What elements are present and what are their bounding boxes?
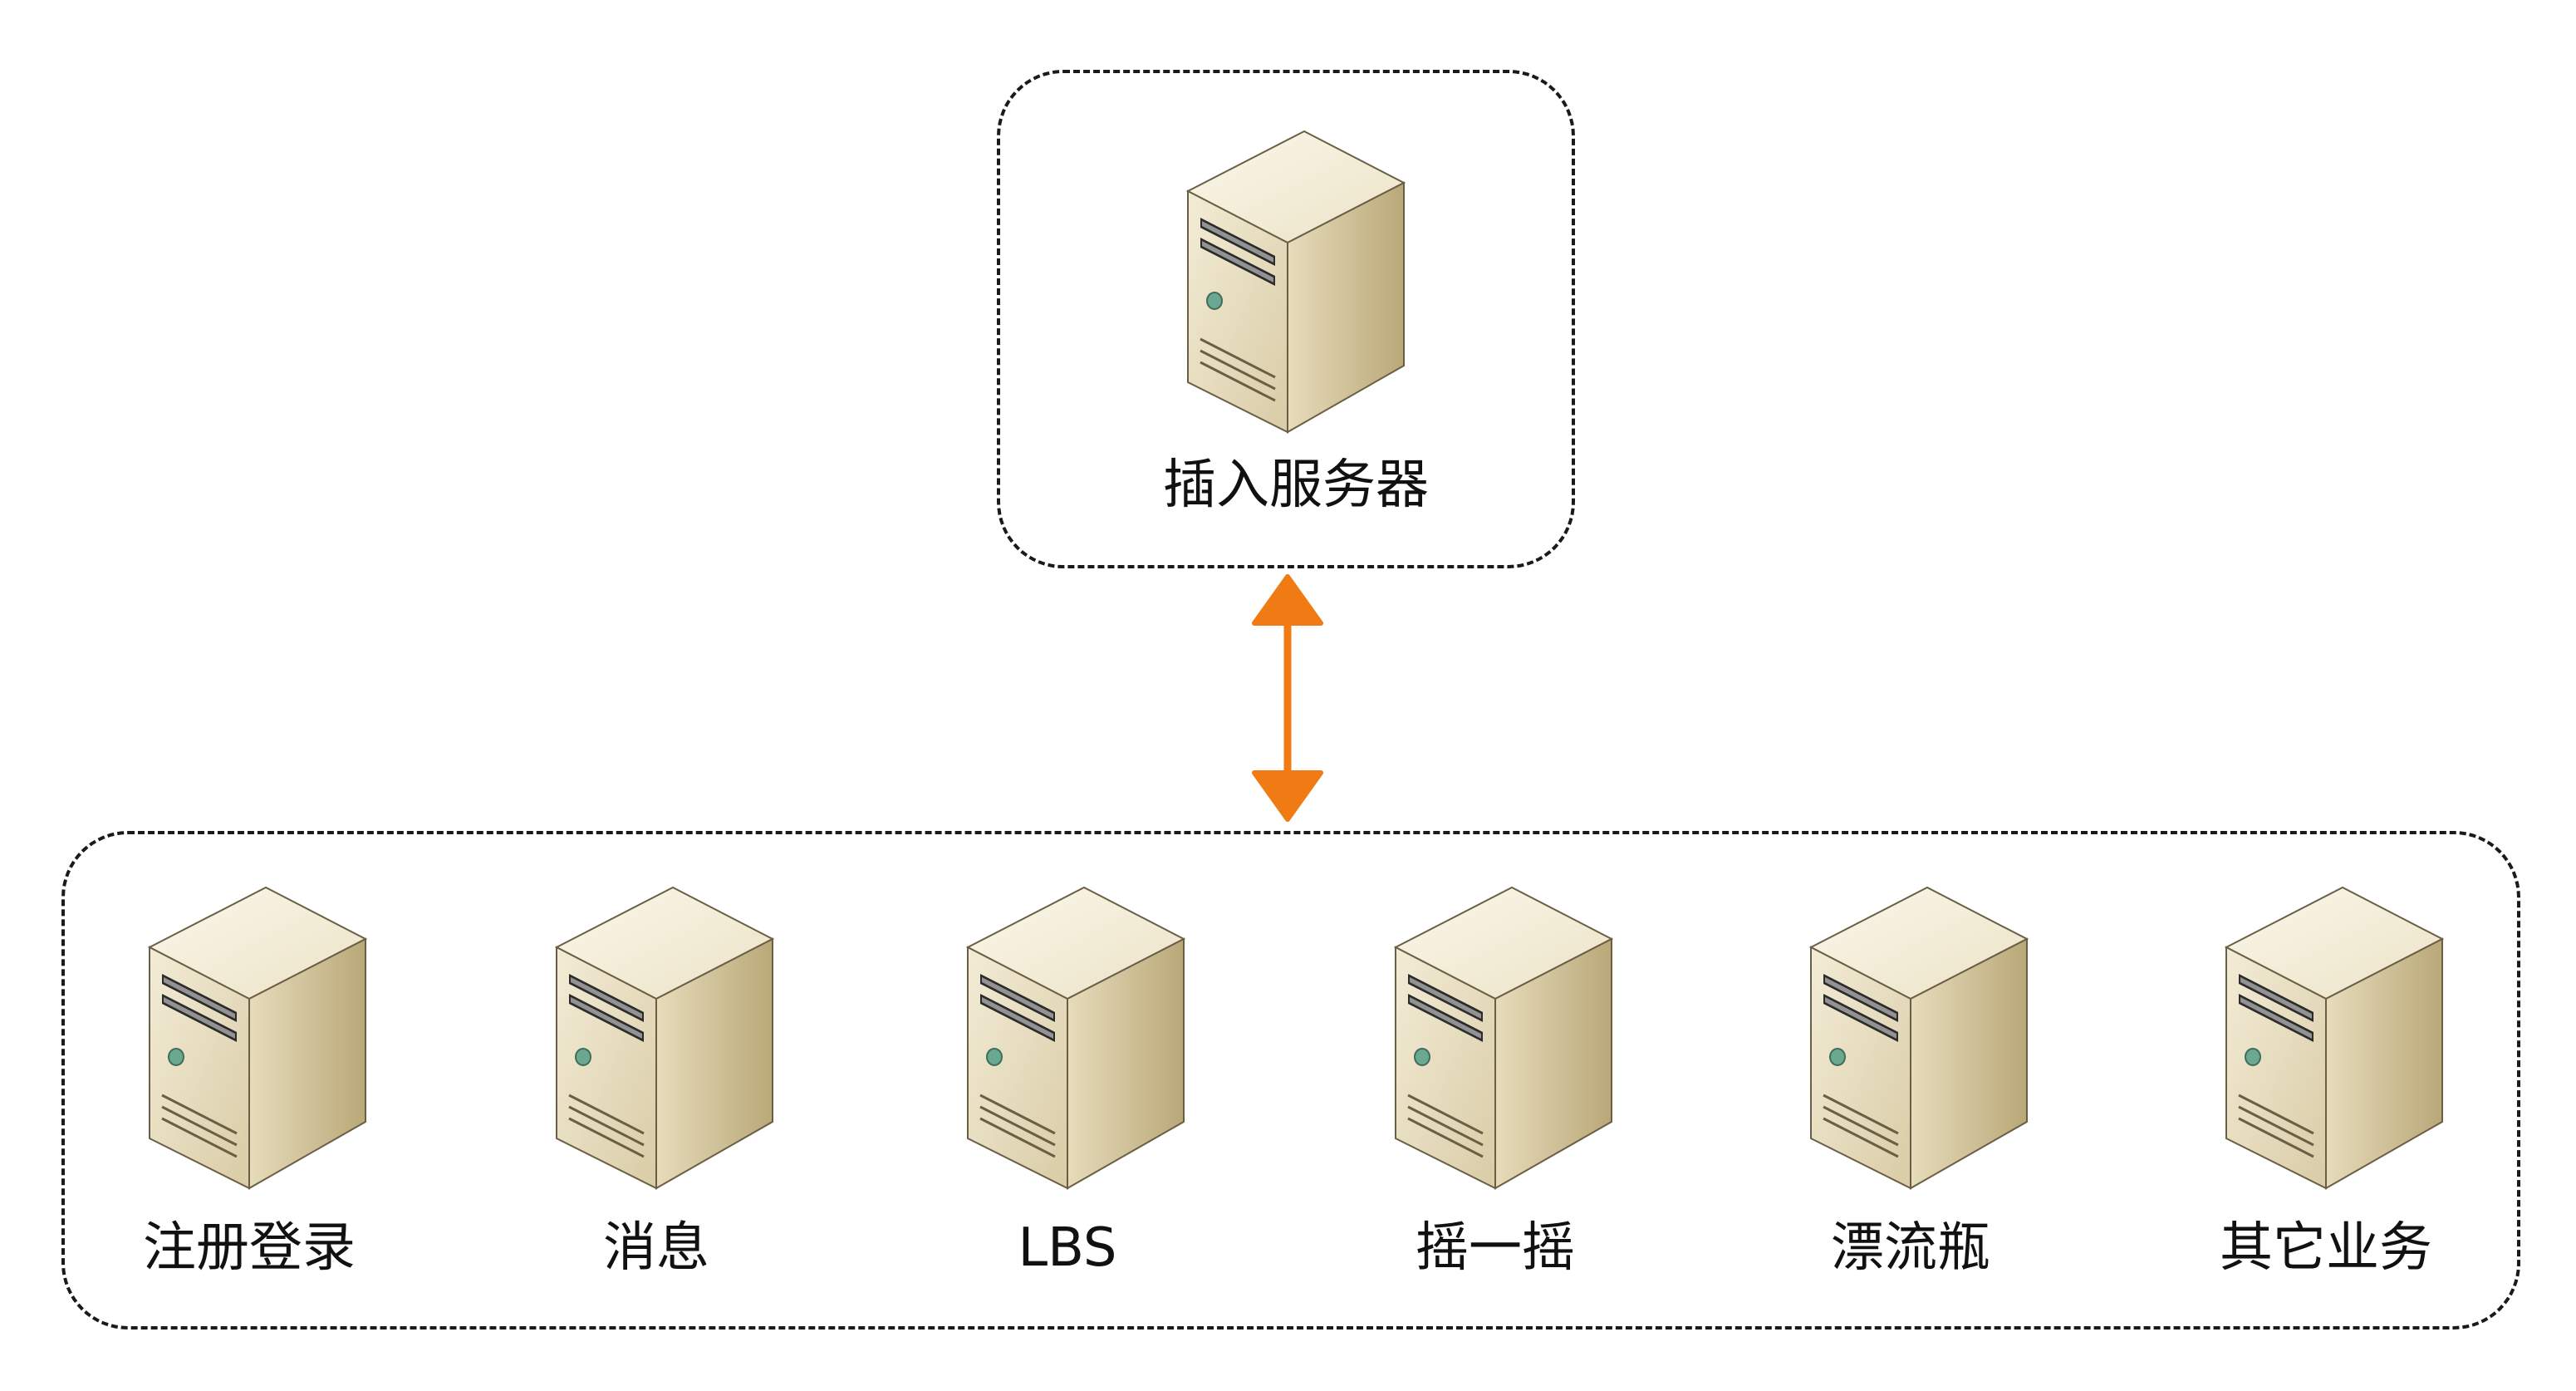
service-node-shake: 摇一摇 <box>1371 872 1620 1288</box>
service-label: 其它业务 <box>2220 1217 2432 1279</box>
server-icon <box>125 872 374 1205</box>
server-icon <box>1786 872 2035 1205</box>
insert-server-group <box>997 70 1575 568</box>
server-icon <box>943 872 1192 1205</box>
service-node-lbs: LBS <box>943 872 1192 1288</box>
insert-server-label: 插入服务器 <box>1163 455 1429 516</box>
server-icon <box>532 872 781 1205</box>
service-node-drift-bottle: 漂流瓶 <box>1786 872 2035 1288</box>
server-icon <box>2201 872 2451 1205</box>
business-services-group <box>61 831 2520 1330</box>
service-label: 消息 <box>603 1217 709 1279</box>
service-node-message: 消息 <box>532 872 781 1288</box>
service-node-register-login: 注册登录 <box>125 872 374 1288</box>
server-icon <box>1163 116 1412 449</box>
service-label: 漂流瓶 <box>1831 1217 1990 1279</box>
service-label: LBS <box>1018 1217 1117 1279</box>
service-label: 摇一摇 <box>1416 1217 1575 1279</box>
service-node-other: 其它业务 <box>2201 872 2451 1288</box>
service-label: 注册登录 <box>143 1217 356 1279</box>
server-icon <box>1371 872 1620 1205</box>
insert-server-node: 插入服务器 <box>1163 116 1429 516</box>
bidirectional-arrow-icon <box>1252 574 1323 822</box>
